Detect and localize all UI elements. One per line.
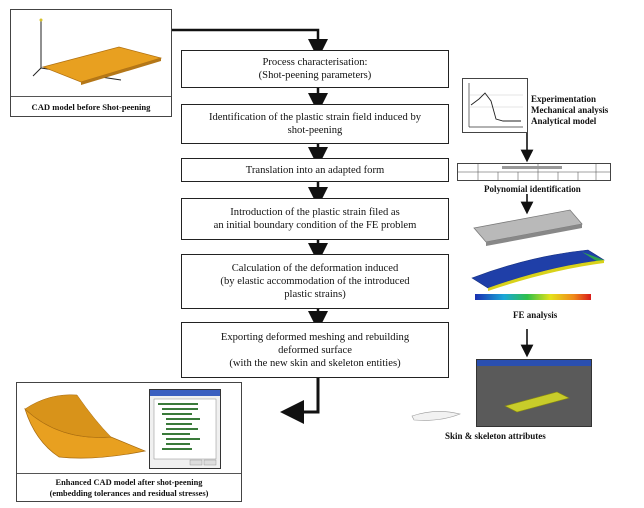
skin-skeleton-viewer: [476, 359, 592, 427]
step-introduction-boundary-condition: Introduction of the plastic strain filed…: [181, 198, 449, 240]
step-5-line-3: plastic strains): [284, 289, 346, 300]
step-1-line-2: (Shot-peening parameters): [258, 70, 372, 81]
skin-skeleton-plate-image: [504, 391, 570, 413]
cad-plate-flat-image: [32, 18, 163, 85]
cad-tree-window: [149, 389, 221, 469]
skin-surface-sketch-image: [411, 411, 461, 421]
cad-tree-list-image: [153, 398, 217, 466]
cad-before-panel: CAD model before Shot-peening: [10, 9, 172, 117]
polynomial-identification-label: Polynomial identification: [484, 184, 581, 194]
strain-curve-image: [468, 83, 523, 128]
step-2-line-2: shot-peening: [287, 125, 343, 136]
cad-after-panel: Enhanced CAD model after shot-peening (e…: [16, 382, 242, 502]
cad-before-caption: CAD model before Shot-peening: [31, 102, 151, 112]
step-calculation-deformation: Calculation of the deformation induced (…: [181, 254, 449, 309]
strain-plot-thumbnail: [462, 78, 528, 133]
fe-grey-plate-image: [473, 209, 583, 246]
polynomial-table-thumbnail: [457, 163, 611, 181]
step-3-line-1: Translation into an adapted form: [245, 164, 385, 176]
step-exporting-meshing: Exporting deformed meshing and rebuildin…: [181, 322, 449, 378]
step-2-line-1: Identification of the plastic strain fie…: [208, 112, 422, 123]
step-1-line-1: Process characterisation:: [262, 57, 368, 68]
arrow-to-enhanced-cad: [280, 378, 320, 424]
step-6-line-1: Exporting deformed meshing and rebuildin…: [220, 331, 410, 343]
step-translation: Translation into an adapted form: [181, 158, 449, 182]
method-analytical-model: Analytical model: [531, 116, 597, 126]
cad-plate-curved-image: [24, 394, 147, 459]
fe-color-scale-image: [475, 294, 591, 300]
method-experimentation: Experimentation: [531, 94, 596, 104]
step-5-line-1: Calculation of the deformation induced: [231, 263, 399, 274]
skin-skeleton-label: Skin & skeleton attributes: [445, 431, 546, 441]
arrow-cad-to-process: [172, 28, 328, 59]
fe-deformed-plate-image: [471, 249, 605, 291]
fe-analysis-label: FE analysis: [513, 310, 558, 320]
step-identification-strain-field: Identification of the plastic strain fie…: [181, 104, 449, 144]
step-4-line-1: Introduction of the plastic strain filed…: [230, 207, 400, 218]
polynomial-table-image: [458, 164, 610, 180]
method-mechanical-analysis: Mechanical analysis: [531, 105, 609, 115]
cad-after-caption-line-1: Enhanced CAD model after shot-peening: [55, 478, 203, 487]
step-4-line-2: an initial boundary condition of the FE …: [213, 220, 417, 231]
step-process-characterisation: Process characterisation: (Shot-peening …: [181, 50, 449, 88]
step-6-line-2: deformed surface: [278, 344, 352, 356]
step-6-line-3: (with the new skin and skeleton entities…: [229, 357, 401, 369]
step-5-line-2: (by elastic accommodation of the introdu…: [220, 276, 410, 287]
cad-after-caption-line-2: (embedding tolerances and residual stres…: [49, 489, 209, 498]
